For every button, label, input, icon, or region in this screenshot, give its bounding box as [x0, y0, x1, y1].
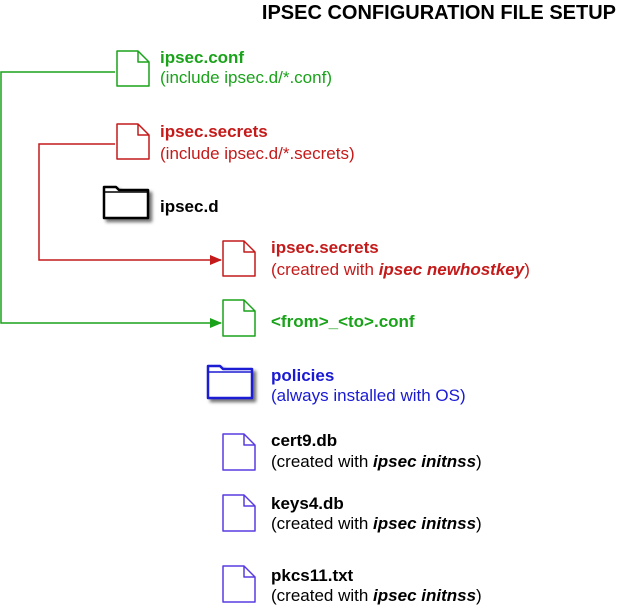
- command-emphasis: ipsec newhostkey: [379, 260, 526, 279]
- node-from-to-conf-name: <from>_<to>.conf: [271, 312, 415, 331]
- node-ipsec-conf-name: ipsec.conf: [160, 48, 244, 67]
- node-sub-secrets: ipsec.secrets (creatred with ipsec newho…: [222, 238, 530, 279]
- node-ipsec-conf: ipsec.conf (include ipsec.d/*.conf): [116, 48, 332, 87]
- node-from-to-conf: <from>_<to>.conf: [222, 299, 415, 337]
- folder-icon: [102, 185, 150, 220]
- document-icon: [222, 494, 256, 532]
- document-icon: [116, 123, 150, 160]
- document-icon: [222, 299, 256, 337]
- document-icon: [116, 50, 150, 87]
- node-policies-name: policies: [271, 366, 334, 385]
- node-ipsec-secrets: ipsec.secrets (include ipsec.d/*.secrets…: [116, 122, 355, 163]
- node-ipsec-secrets-name: ipsec.secrets: [160, 122, 268, 141]
- node-sub-secrets-name: ipsec.secrets: [271, 238, 379, 257]
- node-policies: policies (always installed with OS): [206, 364, 466, 405]
- connector-conf-to-from-to-conf: [0, 71, 222, 328]
- node-pkcs11: pkcs11.txt (created with ipsec initnss): [222, 565, 482, 605]
- document-icon: [222, 565, 256, 603]
- command-emphasis: ipsec initnss: [373, 586, 476, 605]
- connector-secrets-to-sub-secrets: [38, 143, 222, 265]
- node-cert9: cert9.db (created with ipsec initnss): [222, 431, 482, 471]
- node-ipsec-secrets-desc: (include ipsec.d/*.secrets): [160, 144, 355, 163]
- node-ipsec-d: ipsec.d: [102, 185, 219, 220]
- document-icon: [222, 433, 256, 471]
- diagram-title: IPSEC CONFIGURATION FILE SETUP: [262, 2, 616, 24]
- node-ipsec-conf-desc: (include ipsec.d/*.conf): [160, 68, 332, 87]
- command-emphasis: ipsec initnss: [373, 514, 476, 533]
- node-keys4-name: keys4.db: [271, 494, 344, 513]
- node-keys4: keys4.db (created with ipsec initnss): [222, 494, 482, 533]
- node-pkcs11-desc: (created with ipsec initnss): [271, 586, 482, 605]
- command-emphasis: ipsec initnss: [373, 452, 476, 471]
- node-cert9-name: cert9.db: [271, 431, 337, 450]
- node-cert9-desc: (created with ipsec initnss): [271, 452, 482, 471]
- node-policies-desc: (always installed with OS): [271, 386, 466, 405]
- node-sub-secrets-desc: (creatred with ipsec newhostkey): [271, 260, 530, 279]
- document-icon: [222, 240, 256, 277]
- node-ipsec-d-name: ipsec.d: [160, 197, 219, 216]
- folder-icon: [206, 364, 254, 400]
- node-keys4-desc: (created with ipsec initnss): [271, 514, 482, 533]
- node-pkcs11-name: pkcs11.txt: [271, 566, 354, 585]
